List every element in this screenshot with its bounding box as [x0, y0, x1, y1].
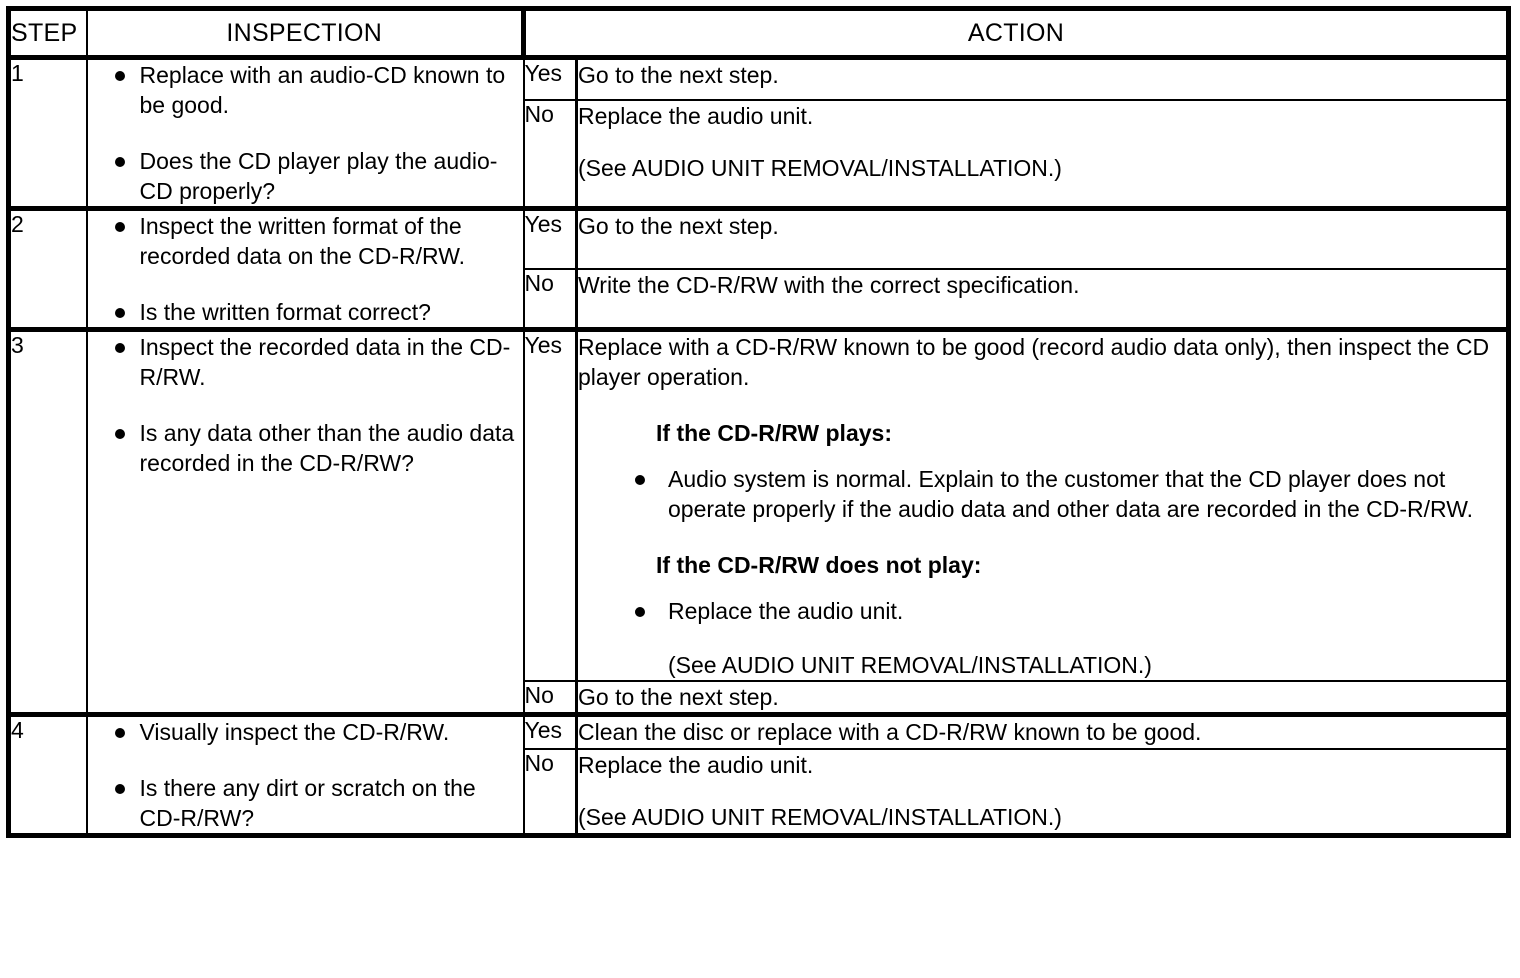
inspection-bullet-list: Inspect the written format of the record…: [88, 211, 523, 327]
answer-label-yes: Yes: [522, 711, 578, 750]
inspection-bullet-list: Visually inspect the CD-R/RW. Is there a…: [88, 717, 523, 833]
table-header-row: STEP INSPECTION ACTION: [7, 7, 1510, 59]
action-cell-yes: Go to the next step.: [575, 206, 1510, 270]
column-header-inspection: INSPECTION: [85, 7, 525, 59]
list-item: Audio system is normal. Explain to the c…: [578, 464, 1506, 524]
step-number: 4: [7, 712, 88, 837]
table-row: No Go to the next step.: [9, 680, 1510, 716]
action-reference-note: (See AUDIO UNIT REMOVAL/INSTALLATION.): [578, 155, 1062, 181]
action-cell-no: Go to the next step.: [575, 680, 1510, 716]
action-text: Write the CD-R/RW with the correct speci…: [578, 272, 1080, 298]
inspection-cell: Inspect the recorded data in the CD-R/RW…: [85, 327, 525, 716]
list-item: Is the written format correct?: [88, 297, 523, 327]
step-number: 2: [7, 206, 88, 331]
step-number: 1: [7, 55, 88, 210]
action-text: Clean the disc or replace with a CD-R/RW…: [578, 719, 1202, 745]
action-cell-no: Write the CD-R/RW with the correct speci…: [575, 268, 1510, 331]
table-row: No Replace the audio unit. (See AUDIO UN…: [9, 747, 1510, 837]
table-row: No Replace the audio unit. (See AUDIO UN…: [9, 99, 1510, 210]
list-item: Is any data other than the audio data re…: [88, 418, 523, 478]
answer-label-yes: Yes: [522, 55, 578, 101]
action-reference-note: (See AUDIO UNIT REMOVAL/INSTALLATION.): [668, 652, 1152, 678]
table-row: 1 Replace with an audio-CD known to be g…: [7, 55, 1510, 210]
answer-label-no: No: [522, 99, 578, 210]
list-item: Visually inspect the CD-R/RW.: [88, 717, 523, 747]
action-subheading-plays: If the CD-R/RW plays:: [656, 420, 892, 446]
list-item: Inspect the written format of the record…: [88, 211, 523, 271]
action-text: Replace the audio unit.: [578, 751, 814, 778]
troubleshooting-table: STEP INSPECTION ACTION 1 Replace with an…: [6, 6, 1511, 838]
list-item: Replace the audio unit.: [578, 596, 1506, 626]
action-text: Replace with a CD-R/RW known to be good …: [578, 334, 1490, 390]
inspection-cell: Replace with an audio-CD known to be goo…: [85, 55, 525, 210]
inspection-cell: Inspect the written format of the record…: [85, 206, 525, 331]
answer-label-yes: Yes: [522, 327, 578, 682]
action-cell-yes: Go to the next step.: [575, 55, 1510, 101]
action-cell-yes: Clean the disc or replace with a CD-R/RW…: [575, 711, 1510, 750]
table-row: 3 Inspect the recorded data in the CD-R/…: [7, 327, 1510, 716]
step-number: 3: [7, 327, 88, 716]
action-text: Replace the audio unit.: [578, 103, 814, 129]
table-row: No Write the CD-R/RW with the correct sp…: [9, 268, 1510, 331]
table-row: 2 Inspect the written format of the reco…: [7, 206, 1510, 331]
action-reference-note: (See AUDIO UNIT REMOVAL/INSTALLATION.): [578, 803, 1062, 830]
list-item: Is there any dirt or scratch on the CD-R…: [88, 773, 523, 833]
list-item: Replace with an audio-CD known to be goo…: [88, 60, 523, 120]
action-text: Go to the next step.: [578, 684, 779, 710]
action-cell-no: Replace the audio unit. (See AUDIO UNIT …: [575, 99, 1510, 210]
answer-label-no: No: [522, 268, 578, 331]
answer-label-yes: Yes: [522, 206, 578, 270]
action-cell-yes: Replace with a CD-R/RW known to be good …: [575, 327, 1510, 682]
list-item: Inspect the recorded data in the CD-R/RW…: [88, 332, 523, 392]
answer-label-no: No: [522, 680, 578, 716]
list-item: Does the CD player play the audio-CD pro…: [88, 146, 523, 206]
inspection-cell: Visually inspect the CD-R/RW. Is there a…: [85, 712, 525, 837]
inspection-bullet-list: Inspect the recorded data in the CD-R/RW…: [88, 332, 523, 478]
action-cell-no: Replace the audio unit. (See AUDIO UNIT …: [575, 747, 1510, 837]
action-text: Go to the next step.: [578, 213, 779, 239]
table-row: 4 Visually inspect the CD-R/RW. Is there…: [7, 711, 1510, 837]
inspection-bullet-list: Replace with an audio-CD known to be goo…: [88, 60, 523, 206]
action-subheading-not-plays: If the CD-R/RW does not play:: [656, 552, 982, 578]
column-header-step: STEP: [7, 7, 88, 59]
action-bullet-list-not-plays: Replace the audio unit.: [578, 596, 1506, 626]
column-header-action: ACTION: [521, 7, 1510, 59]
action-bullet-list-plays: Audio system is normal. Explain to the c…: [578, 464, 1506, 524]
action-text: Go to the next step.: [578, 62, 779, 88]
answer-label-no: No: [522, 747, 578, 837]
